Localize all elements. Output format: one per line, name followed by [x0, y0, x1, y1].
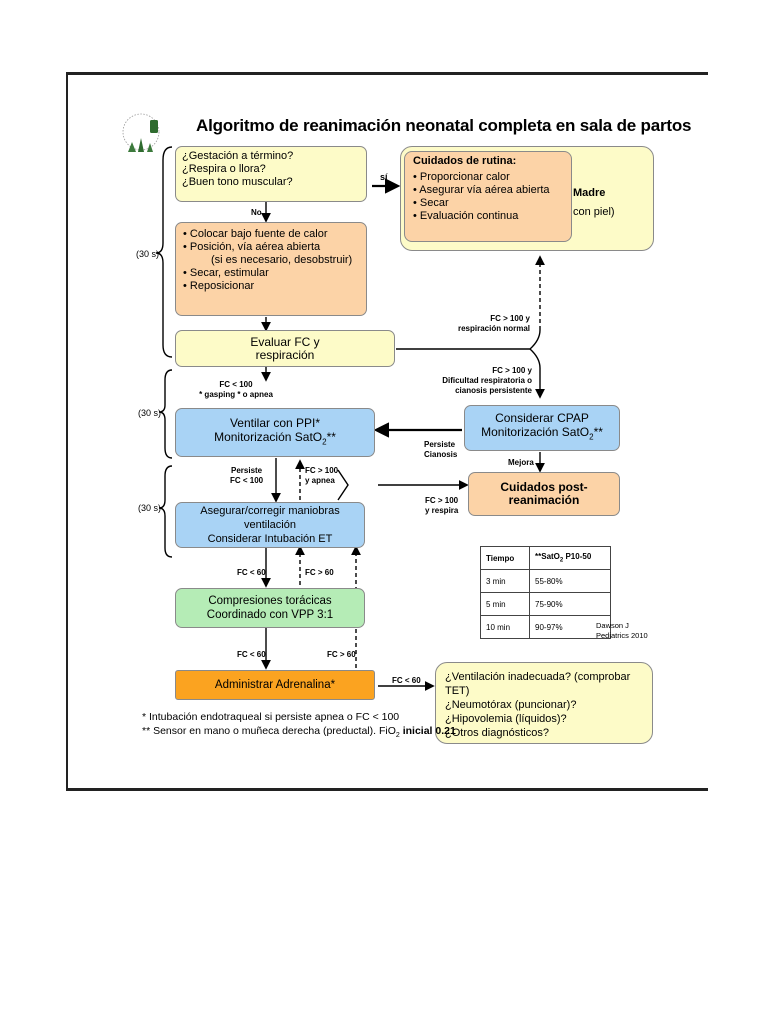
chest-compressions-box: Compresiones torácicas Coordinado con VP…: [175, 588, 365, 628]
table-cell-sat: 75-90%: [529, 592, 611, 616]
routine-care-box: Cuidados de rutina: • Proporcionar calor…: [404, 151, 572, 242]
compressions-line-1: Compresiones torácicas: [208, 595, 332, 607]
no-label: No: [251, 208, 262, 217]
adrenaline-label: Administrar Adrenalina*: [214, 678, 336, 691]
initial-steps-box: • Colocar bajo fuente de calor • Posició…: [175, 222, 367, 316]
post-resuscitation-box: Cuidados post-reanimación: [468, 472, 620, 516]
mother-label-2: con piel): [573, 206, 615, 218]
routine-item: • Asegurar vía aérea abierta: [413, 184, 550, 196]
fc-over60-label: FC > 60: [327, 650, 356, 659]
evaluate-line: Evaluar FC y: [250, 334, 320, 349]
initial-step-note: (si es necesario, desobstruir): [211, 254, 353, 266]
time-30s-label: (30 s): [138, 503, 162, 513]
footnote-sensor: ** Sensor en mano o muñeca derecha (pred…: [142, 725, 456, 740]
table-row: 10 min 90-97%: [480, 615, 611, 639]
initial-step: • Colocar bajo fuente de calor: [183, 228, 328, 240]
ventilate-line-1: Ventilar con PPI*: [229, 415, 321, 430]
assessment-question: ¿Respira o llora?: [182, 163, 266, 175]
mother-label: Madre: [573, 187, 606, 199]
cpap-line-1: Considerar CPAP: [495, 411, 589, 426]
consider-cpap-box: Considerar CPAP Monitorización SatO2**: [464, 405, 620, 451]
table-header-sat: **SatO2 P10-50: [529, 546, 611, 570]
fc-under60-label: FC < 60: [392, 676, 421, 685]
ensure-line-1: Asegurar/corregir maniobras ventilación: [200, 505, 340, 531]
cause-item: ¿Otros diagnósticos?: [445, 727, 549, 739]
post-resuscitation-label: Cuidados post-reanimación: [500, 480, 588, 507]
initial-step: • Posición, vía aérea abierta: [183, 241, 321, 253]
evaluate-hr-breathing-box: Evaluar FC y respiración: [175, 330, 395, 367]
table-cell-sat: 90-97%: [529, 615, 611, 639]
ensure-line-2: Considerar Intubación ET: [207, 533, 333, 545]
ensure-ventilation-box: Asegurar/corregir maniobras ventilación …: [175, 502, 365, 548]
table-cell-time: 3 min: [480, 569, 530, 593]
cause-item: ¿Hipovolemia (líquidos)?: [445, 713, 567, 725]
time-30s-label: (30 s): [138, 408, 162, 418]
routine-item: • Secar: [413, 197, 449, 209]
page-title: Algoritmo de reanimación neonatal comple…: [196, 116, 692, 135]
fc-under60-label: FC < 60: [237, 650, 266, 659]
compressions-line-2: Coordinado con VPP 3:1: [206, 609, 334, 621]
cause-item: ¿Ventilación inadecuada? (comprobar TET): [445, 671, 631, 697]
yes-label: sí: [380, 172, 388, 182]
footnote-intubation: * Intubación endotraqueal si persiste ap…: [142, 711, 400, 723]
frame-top-border: [66, 72, 708, 75]
tree-logo-icon: [122, 113, 160, 152]
evaluate-line: respiración: [255, 347, 315, 362]
cpap-line-2: Monitorización SatO2**: [481, 425, 603, 442]
initial-assessment-box: ¿Gestación a término? ¿Respira o llora? …: [175, 146, 367, 202]
sato2-target-table: Tiempo **SatO2 P10-50 3 min 55-80% 5 min…: [480, 546, 611, 639]
routine-item: • Evaluación continua: [413, 210, 519, 222]
table-header-time: Tiempo: [480, 546, 530, 570]
ventilate-ppv-box: Ventilar con PPI* Monitorización SatO2**: [175, 408, 375, 457]
adrenaline-box: Administrar Adrenalina*: [175, 670, 375, 700]
initial-step: • Secar, estimular: [183, 267, 269, 279]
table-cell-time: 5 min: [480, 592, 530, 616]
assessment-question: ¿Buen tono muscular?: [182, 176, 293, 188]
table-cell-sat: 55-80%: [529, 569, 611, 593]
ventilate-line-2: Monitorización SatO2**: [214, 429, 336, 447]
improves-label: Mejora: [508, 458, 534, 467]
routine-item: • Proporcionar calor: [413, 171, 510, 183]
fc-over60-label: FC > 60: [305, 568, 334, 577]
table-row: 3 min 55-80%: [480, 569, 611, 593]
other-causes-box: ¿Ventilación inadecuada? (comprobar TET)…: [435, 662, 653, 744]
fc-under60-label: FC < 60: [237, 568, 266, 577]
routine-care-title: Cuidados de rutina:: [413, 155, 517, 167]
time-30s-label: (30 s): [136, 249, 160, 259]
frame-left-border: [66, 72, 68, 791]
table-header-row: Tiempo **SatO2 P10-50: [480, 546, 611, 570]
table-cell-time: 10 min: [480, 615, 530, 639]
assessment-question: ¿Gestación a término?: [182, 150, 294, 162]
fc-under100-label: FC < 100* gasping * o apnea: [199, 380, 273, 399]
frame-bottom-border: [66, 788, 708, 791]
table-row: 5 min 75-90%: [480, 592, 611, 616]
cause-item: ¿Neumotórax (puncionar)?: [445, 699, 577, 711]
initial-step: • Reposicionar: [183, 280, 255, 292]
